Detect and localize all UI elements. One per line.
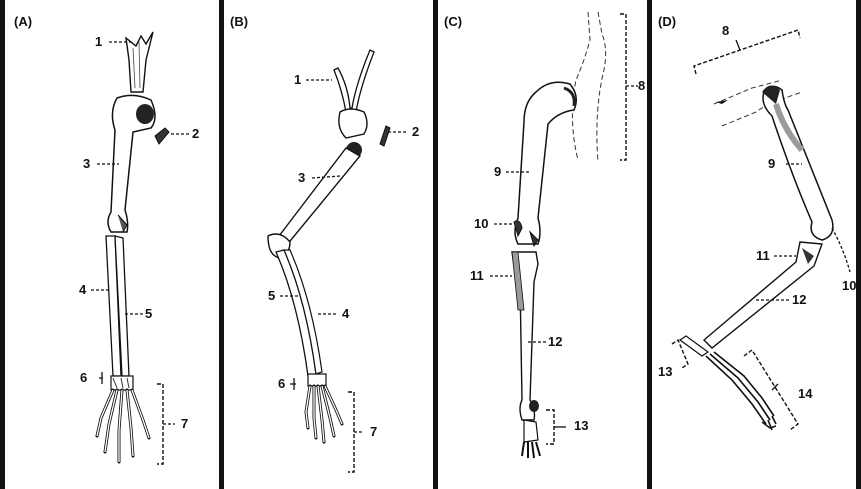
label-6: 6 — [80, 371, 87, 385]
tarsals — [680, 336, 708, 356]
label-12: 12 — [548, 335, 562, 349]
label-12: 12 — [792, 293, 806, 307]
label-1: 1 — [294, 73, 301, 87]
label-10: 10 — [474, 217, 488, 231]
label-3: 3 — [83, 157, 90, 171]
pelvis-outline — [572, 12, 590, 160]
label-10: 10 — [842, 279, 856, 293]
label-4: 4 — [79, 283, 86, 297]
panel-c: (C) 8 9 10 — [438, 0, 647, 489]
label-8: 8 — [638, 79, 645, 93]
label-11: 11 — [470, 269, 484, 283]
label-4: 4 — [342, 307, 349, 321]
label-7: 7 — [181, 417, 188, 431]
girdle-bone — [334, 50, 374, 112]
humeral-head — [136, 104, 154, 124]
humerus — [276, 148, 360, 246]
label-2: 2 — [412, 125, 419, 139]
label-9: 9 — [768, 157, 775, 171]
label-3: 3 — [298, 171, 305, 185]
metatarsals-digits — [706, 352, 774, 424]
label-5: 5 — [268, 289, 275, 303]
label-2: 2 — [192, 127, 199, 141]
panel-a: (A) — [5, 0, 219, 489]
label-13: 13 — [658, 365, 672, 379]
label-1: 1 — [95, 35, 102, 49]
panel-b: (B) — [224, 0, 433, 489]
label-7: 7 — [370, 425, 377, 439]
label-14: 14 — [798, 387, 812, 401]
label-5: 5 — [145, 307, 152, 321]
carpals — [308, 374, 326, 386]
panel-c-drawing — [438, 0, 647, 489]
small-bone-2 — [380, 126, 390, 146]
frame-right — [856, 0, 861, 489]
label-13: 13 — [574, 419, 588, 433]
panel-d-drawing — [652, 0, 856, 489]
label-9: 9 — [494, 165, 501, 179]
label-8: 8 — [722, 24, 729, 38]
bracket-8 — [694, 30, 800, 74]
panel-d: (D) — [652, 0, 856, 489]
femur — [515, 82, 576, 244]
label-11: 11 — [756, 249, 770, 263]
small-bone-2 — [155, 128, 169, 144]
panel-b-drawing — [224, 0, 433, 489]
tarsals — [524, 420, 538, 442]
label-6: 6 — [278, 377, 285, 391]
toes — [522, 442, 540, 458]
